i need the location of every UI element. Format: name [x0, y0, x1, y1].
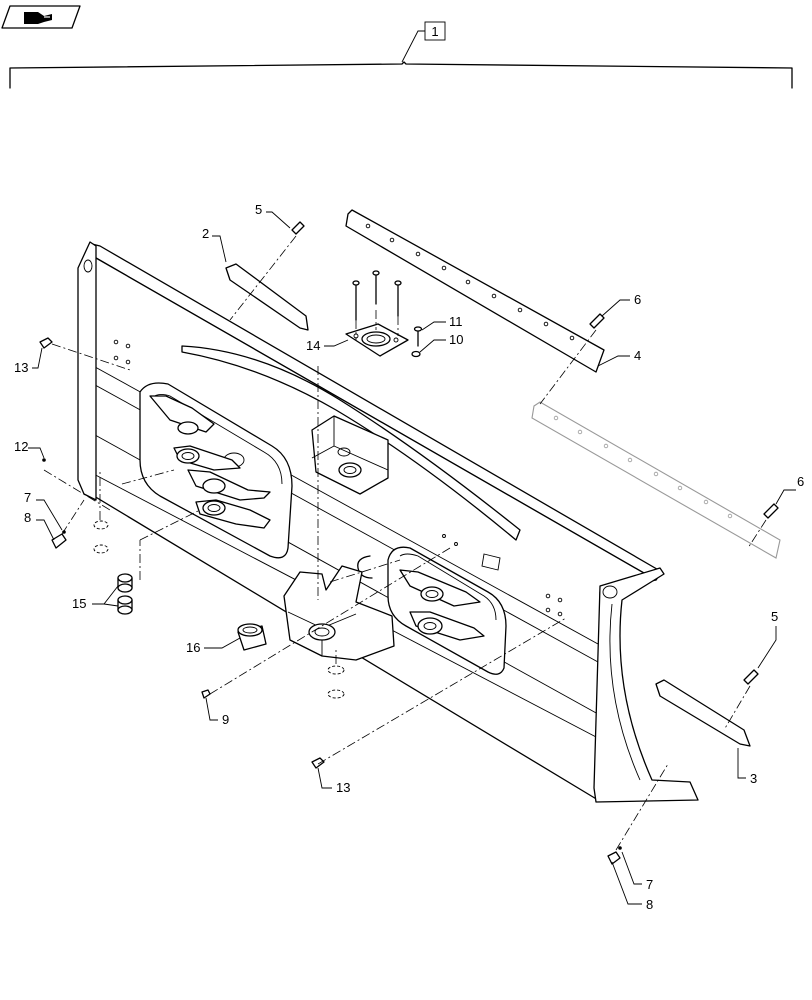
- callout-7-left: 7: [24, 490, 63, 531]
- callout-10: 10: [419, 332, 463, 353]
- part-13-bolt-lower: [311, 757, 325, 769]
- part-6-bolt-upper: [589, 313, 605, 329]
- svg-text:6: 6: [634, 292, 641, 307]
- part-5-bolt-upper: [291, 221, 305, 235]
- callout-15: 15: [72, 585, 119, 611]
- svg-text:13: 13: [336, 780, 350, 795]
- part-4-cutting-edge: [345, 209, 605, 373]
- svg-text:9: 9: [222, 712, 229, 727]
- part-11-bolt: [413, 326, 423, 347]
- part-16-bearing: [237, 623, 267, 651]
- part-10-washer: [411, 350, 421, 358]
- callout-7-right: 7: [621, 851, 653, 892]
- callout-5-upper: 5: [255, 202, 291, 229]
- part-14-flange: [345, 270, 409, 357]
- callout-13-lower: 13: [317, 767, 350, 795]
- callout-3: 3: [737, 748, 757, 786]
- hand-pointer-nav-icon[interactable]: [1, 5, 81, 29]
- svg-text:15: 15: [72, 596, 86, 611]
- part-15-bushings: [93, 520, 345, 699]
- svg-text:16: 16: [186, 640, 200, 655]
- svg-text:5: 5: [771, 609, 778, 624]
- svg-text:2: 2: [202, 226, 209, 241]
- svg-text:14: 14: [306, 338, 320, 353]
- part-7-8-nut-right: [607, 846, 622, 865]
- part-13-bolt-left: [39, 337, 53, 349]
- svg-text:7: 7: [646, 877, 653, 892]
- callout-14: 14: [306, 338, 349, 353]
- svg-text:10: 10: [449, 332, 463, 347]
- callout-6-lower: 6: [775, 474, 804, 505]
- part-2-wear-plate: [225, 263, 309, 331]
- dozer-blade: [77, 241, 699, 803]
- svg-text:4: 4: [634, 348, 641, 363]
- part-3-wear-plate: [655, 679, 751, 747]
- svg-text:11: 11: [449, 314, 463, 329]
- callout-12: 12: [14, 439, 45, 459]
- callout-9: 9: [205, 697, 229, 727]
- callout-8-left: 8: [24, 510, 55, 541]
- lower-cutting-edge: [531, 401, 781, 559]
- part-7-8-nut-left: [51, 530, 67, 549]
- svg-text:12: 12: [14, 439, 28, 454]
- assembly-bracket: 1: [9, 21, 793, 89]
- callout-16: 16: [186, 637, 241, 655]
- svg-text:7: 7: [24, 490, 31, 505]
- callout-2: 2: [202, 226, 227, 263]
- svg-text:8: 8: [24, 510, 31, 525]
- svg-text:6: 6: [797, 474, 804, 489]
- part-6-bolt-lower: [763, 503, 779, 519]
- callout-11: 11: [421, 314, 463, 331]
- callout-8-right: 8: [611, 861, 653, 912]
- svg-text:5: 5: [255, 202, 262, 217]
- assembly-number: 1: [431, 24, 438, 39]
- assembly-centerlines: [43, 235, 767, 851]
- callout-5-lower: 5: [757, 609, 778, 669]
- callout-4: 4: [597, 348, 641, 367]
- svg-text:8: 8: [646, 897, 653, 912]
- svg-text:3: 3: [750, 771, 757, 786]
- part-9-pin: [201, 689, 211, 699]
- part-5-bolt-lower: [743, 669, 759, 685]
- part-12-pin: [42, 458, 46, 462]
- callout-13-left: 13: [14, 347, 43, 375]
- svg-text:13: 13: [14, 360, 28, 375]
- callout-6-upper: 6: [601, 292, 641, 317]
